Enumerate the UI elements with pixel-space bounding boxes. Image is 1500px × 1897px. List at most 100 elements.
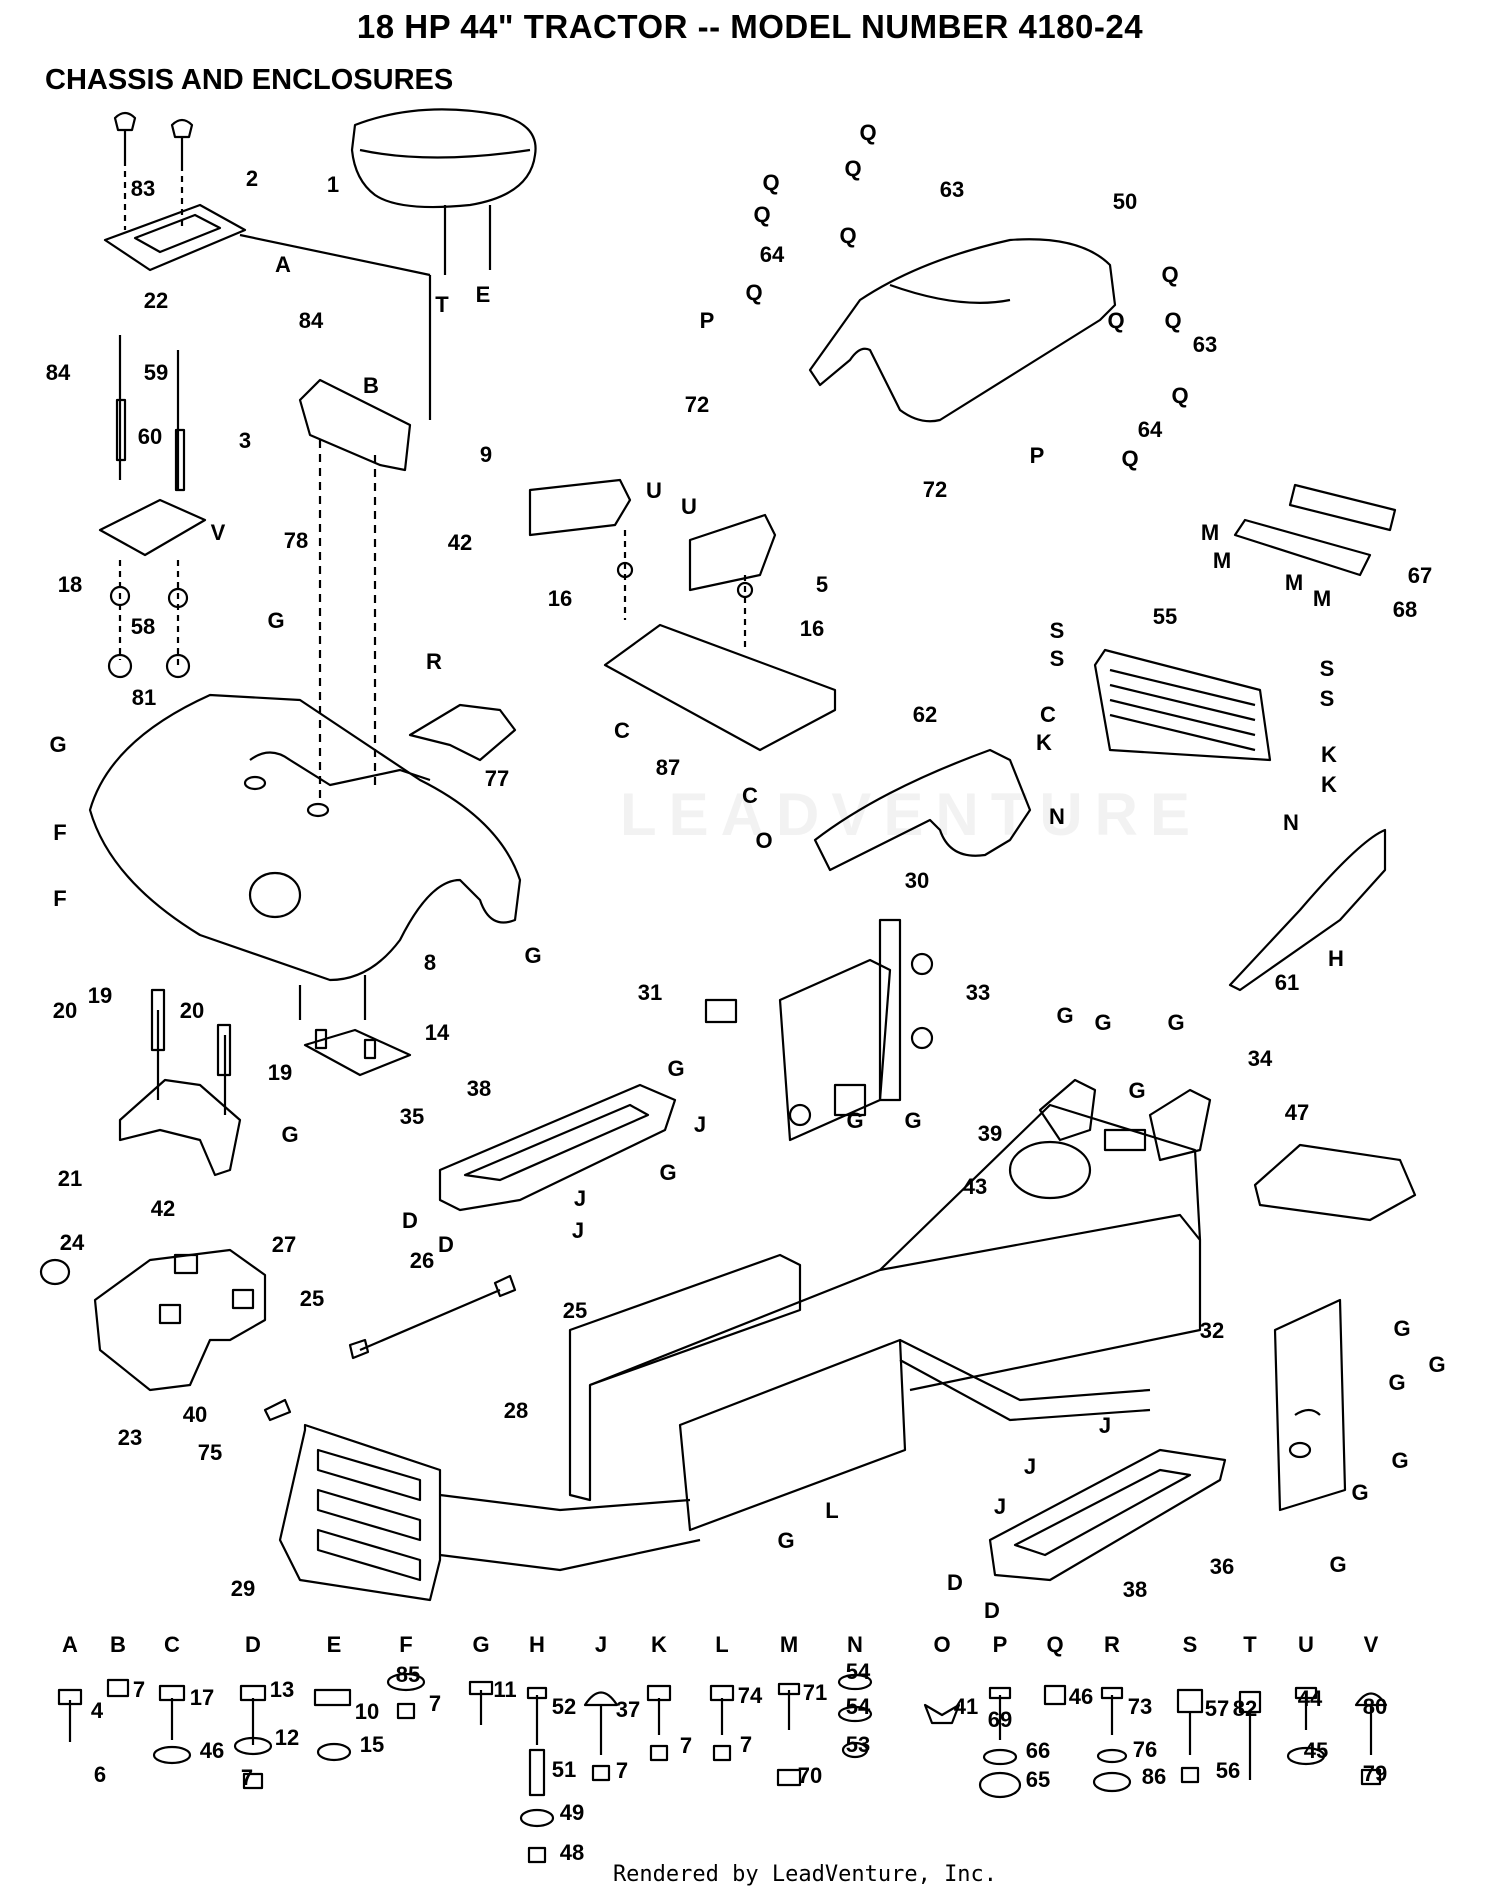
legend-letter-P: P bbox=[993, 1632, 1008, 1657]
legend-letter-R: R bbox=[1104, 1632, 1120, 1657]
letter-tag-G: G bbox=[1391, 1448, 1408, 1473]
callout-84: 84 bbox=[299, 308, 324, 333]
callout-50: 50 bbox=[1113, 189, 1137, 214]
legend-letter-D: D bbox=[245, 1632, 261, 1657]
callout-56: 56 bbox=[1216, 1758, 1240, 1783]
callout-46: 46 bbox=[200, 1738, 224, 1763]
part-frame bbox=[439, 1103, 1202, 1572]
letter-tag-N: N bbox=[1283, 810, 1299, 835]
legend-letter-B: B bbox=[110, 1632, 126, 1657]
callout-21: 21 bbox=[58, 1166, 82, 1191]
legend-letter-L: L bbox=[715, 1632, 728, 1657]
legend-letter-E: E bbox=[327, 1632, 342, 1657]
callout-71: 71 bbox=[803, 1680, 827, 1705]
callout-79: 79 bbox=[1363, 1761, 1387, 1786]
legend-letter-S: S bbox=[1183, 1632, 1198, 1657]
callout-72: 72 bbox=[923, 477, 947, 502]
letter-tag-N: N bbox=[1049, 804, 1065, 829]
letter-tag-M: M bbox=[1285, 570, 1303, 595]
part-seat-support bbox=[118, 988, 242, 1177]
callout-1: 1 bbox=[327, 172, 339, 197]
callout-12: 12 bbox=[275, 1725, 299, 1750]
letter-tag-E: E bbox=[476, 282, 491, 307]
letter-tag-F: F bbox=[53, 886, 66, 911]
callout-7: 7 bbox=[429, 1691, 441, 1716]
letter-tag-J: J bbox=[574, 1186, 586, 1211]
callout-43: 43 bbox=[963, 1174, 987, 1199]
letter-tag-Q: Q bbox=[1107, 308, 1124, 333]
letter-tag-U: U bbox=[646, 478, 662, 503]
part-brackets-5-9 bbox=[528, 478, 777, 650]
callout-61: 61 bbox=[1275, 970, 1299, 995]
callout-35: 35 bbox=[400, 1104, 424, 1129]
letter-tag-G: G bbox=[1351, 1480, 1368, 1505]
callout-34: 34 bbox=[1248, 1046, 1273, 1071]
callout-84: 84 bbox=[46, 360, 71, 385]
callout-36: 36 bbox=[1210, 1554, 1234, 1579]
callout-15: 15 bbox=[360, 1732, 384, 1757]
letter-tag-Q: Q bbox=[1161, 262, 1178, 287]
callout-39: 39 bbox=[978, 1121, 1002, 1146]
callout-55: 55 bbox=[1153, 604, 1177, 629]
callout-54: 54 bbox=[846, 1659, 871, 1684]
part-rod bbox=[263, 1274, 517, 1422]
callout-54: 54 bbox=[846, 1694, 871, 1719]
callout-68: 68 bbox=[1393, 597, 1417, 622]
callout-72: 72 bbox=[685, 392, 709, 417]
callout-2: 2 bbox=[246, 166, 258, 191]
callout-48: 48 bbox=[560, 1840, 584, 1865]
letter-tag-C: C bbox=[742, 783, 758, 808]
footer-credit: Rendered by LeadVenture, Inc. bbox=[612, 1862, 998, 1887]
letter-tag-K: K bbox=[1321, 742, 1337, 767]
callout-77: 77 bbox=[485, 766, 509, 791]
callout-14: 14 bbox=[425, 1020, 450, 1045]
letter-tag-D: D bbox=[984, 1598, 1000, 1623]
letter-tag-J: J bbox=[1099, 1413, 1111, 1438]
callout-30: 30 bbox=[905, 868, 929, 893]
letter-tag-Q: Q bbox=[745, 280, 762, 305]
callout-45: 45 bbox=[1304, 1738, 1328, 1763]
letter-tag-Q: Q bbox=[1164, 308, 1181, 333]
callout-33: 33 bbox=[966, 980, 990, 1005]
callout-53: 53 bbox=[846, 1732, 870, 1757]
legend-letter-Q: Q bbox=[1046, 1632, 1063, 1657]
letter-tag-G: G bbox=[49, 732, 66, 757]
callout-75: 75 bbox=[198, 1440, 222, 1465]
letter-tag-G: G bbox=[1094, 1010, 1111, 1035]
letter-tag-G: G bbox=[846, 1108, 863, 1133]
letter-tag-G: G bbox=[1329, 1552, 1346, 1577]
letter-tag-B: B bbox=[363, 373, 379, 398]
callout-85: 85 bbox=[396, 1662, 420, 1687]
part-side-panel-61 bbox=[1228, 828, 1387, 992]
callout-19: 19 bbox=[268, 1060, 292, 1085]
callout-86: 86 bbox=[1142, 1764, 1166, 1789]
callout-65: 65 bbox=[1026, 1767, 1050, 1792]
letter-tag-G: G bbox=[667, 1056, 684, 1081]
callout-81: 81 bbox=[132, 685, 156, 710]
letter-tag-J: J bbox=[1024, 1454, 1036, 1479]
legend-letter-K: K bbox=[651, 1632, 667, 1657]
callout-25: 25 bbox=[563, 1298, 587, 1323]
callout-83: 83 bbox=[131, 176, 155, 201]
letter-tag-S: S bbox=[1050, 646, 1065, 671]
letter-tag-G: G bbox=[1428, 1352, 1445, 1377]
part-seat bbox=[350, 108, 537, 275]
letter-tag-F: F bbox=[53, 820, 66, 845]
part-bracket-3 bbox=[298, 378, 412, 800]
letter-tag-G: G bbox=[777, 1528, 794, 1553]
part-side-plate bbox=[1273, 1298, 1347, 1512]
part-bracket-77 bbox=[408, 703, 517, 762]
callout-42: 42 bbox=[448, 530, 472, 555]
callout-17: 17 bbox=[190, 1685, 214, 1710]
callout-7: 7 bbox=[680, 1733, 692, 1758]
legend-letter-G: G bbox=[472, 1632, 489, 1657]
part-hood bbox=[808, 238, 1117, 423]
part-plate-87 bbox=[603, 623, 837, 752]
callout-19: 19 bbox=[88, 983, 112, 1008]
letter-tag-S: S bbox=[1050, 618, 1065, 643]
callout-51: 51 bbox=[552, 1757, 576, 1782]
part-bolts-83 bbox=[113, 111, 194, 230]
legend-letter-H: H bbox=[529, 1632, 545, 1657]
legend-letter-F: F bbox=[399, 1632, 412, 1657]
